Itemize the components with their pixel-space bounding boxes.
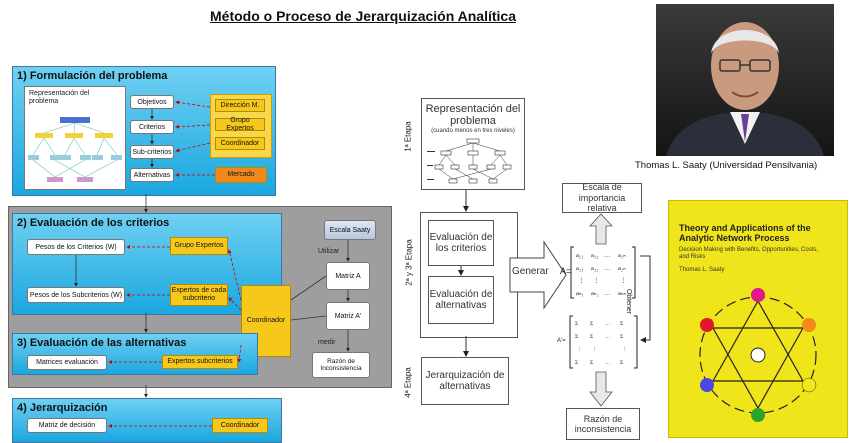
svg-text:⋮: ⋮ <box>592 347 598 353</box>
mercado-box: Mercado <box>215 167 267 183</box>
svg-text:Σ: Σ <box>590 334 593 340</box>
saaty-portrait <box>656 4 834 156</box>
eval-criterios-box: Evaluación de los criterios <box>428 220 494 266</box>
escala-saaty-box: Escala Saaty <box>324 220 376 240</box>
representation-title: Representación del problema <box>425 103 521 128</box>
svg-text:aₙ₁: aₙ₁ <box>576 290 584 297</box>
pesos-subcriterios-box: Pesos de los Subcriterios (W) <box>27 287 125 303</box>
svg-text:a₁₁: a₁₁ <box>576 252 583 259</box>
representation-subtitle: (cuando menos en tres niveles) <box>431 128 515 135</box>
subcriterios-box: Sub-criterios <box>130 145 174 159</box>
svg-text:a₁₂: a₁₂ <box>591 252 598 259</box>
svg-text:…: … <box>605 360 611 366</box>
book-subtitle: Decision Making with Benefits, Opportuni… <box>679 247 819 260</box>
razon-inconsistencia-box: Razón de inconsistencia <box>566 408 640 440</box>
svg-text:⋮: ⋮ <box>577 347 583 353</box>
grupo-expertos-box: Grupo Expertos <box>215 117 265 132</box>
criterios-box: Criterios <box>130 120 174 134</box>
svg-text:Σ: Σ <box>590 360 593 366</box>
svg-text:Σ: Σ <box>620 334 623 340</box>
person-icon <box>666 22 824 156</box>
matriz-a-prime-box: Matriz A' <box>326 302 370 330</box>
svg-text:Σ: Σ <box>575 334 578 340</box>
coordinador-box-4: Coordinador <box>212 418 268 433</box>
obtener-label: Obtener <box>625 288 633 315</box>
section-2-title: 2) Evaluación de los criterios <box>17 217 170 229</box>
grupo-expertos-2-box: Grupo Expertos <box>170 237 228 255</box>
svg-text:…: … <box>605 334 611 340</box>
direccion-box: Dirección M. <box>215 99 265 112</box>
svg-text:…: … <box>604 265 611 272</box>
objetivos-box: Objetivos <box>130 95 174 109</box>
svg-text:…: … <box>604 252 611 259</box>
portrait-caption: Thomas L. Saaty (Universidad Pensilvania… <box>635 160 818 171</box>
book-title: Theory and Applications of the Analytic … <box>679 223 811 244</box>
svg-text:Σ: Σ <box>575 360 578 366</box>
section-3-title: 3) Evaluación de las alternativas <box>17 337 187 349</box>
tree-icon <box>427 138 512 184</box>
generar-label: Generar <box>512 266 549 277</box>
svg-text:a₂₁: a₂₁ <box>576 265 583 272</box>
escala-box: Escala de importancia relativa <box>562 182 642 213</box>
svg-text:Σ: Σ <box>620 321 623 327</box>
representation-box: Representación del problema (cuando meno… <box>421 98 525 190</box>
svg-text:⋮: ⋮ <box>622 347 628 353</box>
etapa-23-label: 2ª y 3ª Etapa <box>404 239 414 286</box>
svg-text:…: … <box>604 290 611 297</box>
matrix-a-prime-label: A'= <box>557 338 566 344</box>
expertos-subcriterio-box: Expertos de cada subcriterio <box>170 284 228 306</box>
expertos-subcriterios-box: Expertos subcriterios <box>162 355 238 369</box>
eval-alternativas-box: Evaluación de alternativas <box>428 276 494 324</box>
matrices-evaluacion-box: Matrices evaluación <box>27 355 107 370</box>
matriz-a-box: Matriz A <box>326 262 370 290</box>
section-4-title: 4) Jerarquización <box>17 402 108 414</box>
svg-text:a₁ₙ: a₁ₙ <box>618 252 626 259</box>
svg-text:…: … <box>605 321 611 327</box>
etapa-4-label: 4ª Etapa <box>403 367 413 398</box>
razon-box: Razón de Inconsistencia <box>312 352 370 378</box>
pesos-criterios-box: Pesos de los Criterios (W) <box>27 239 125 255</box>
svg-text:⋮: ⋮ <box>578 277 585 284</box>
svg-text:Σ: Σ <box>620 360 623 366</box>
network-diagram <box>699 288 817 422</box>
alternativas-box: Alternativas <box>130 168 174 182</box>
svg-text:a₂ₙ: a₂ₙ <box>618 265 626 272</box>
svg-text:aₙ₂: aₙ₂ <box>591 290 599 297</box>
book-author: Thomas L. Saaty <box>679 267 725 273</box>
svg-text:a₂₂: a₂₂ <box>591 265 598 272</box>
hierarchy-thumbnail <box>28 117 122 182</box>
representation-panel: Representación del problema <box>24 86 126 190</box>
page-title: Método o Proceso de Jerarquización Analí… <box>210 8 516 24</box>
coordinador-box-1: Coordinador <box>215 137 265 150</box>
svg-text:⋮: ⋮ <box>593 277 600 284</box>
svg-text:Σ: Σ <box>590 321 593 327</box>
representation-label: Representación del problema <box>29 90 90 105</box>
matriz-decision-box: Matriz de decisión <box>27 418 107 433</box>
generar-arrow <box>509 240 567 310</box>
svg-text:⋮: ⋮ <box>620 277 627 284</box>
medir-label: medir <box>318 339 336 346</box>
section-1-title: 1) Formulación del problema <box>17 70 168 82</box>
jerarquizacion-box: Jerarquización de alternativas <box>421 357 509 405</box>
book-cover: Theory and Applications of the Analytic … <box>668 200 848 438</box>
matrix-a-label: A= <box>560 266 572 276</box>
etapa-1-label: 1ª Etapa <box>403 121 413 152</box>
utilizar-label: Utilizar <box>318 248 340 255</box>
svg-text:Σ: Σ <box>575 321 578 327</box>
